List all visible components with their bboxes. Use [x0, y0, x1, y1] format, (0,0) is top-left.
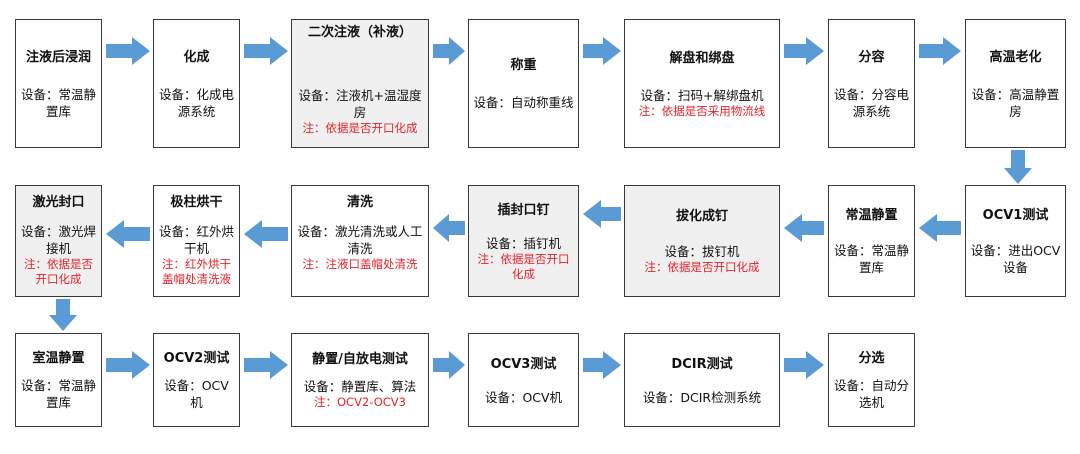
node-equipment: 设备：自动分选机	[833, 378, 909, 410]
node-equipment: 设备：常温静置库	[833, 243, 909, 275]
node-note: 注：依据是否采用物流线	[638, 103, 766, 118]
arrow-right-icon	[583, 37, 621, 65]
node-equipment: 设备：分容电源系统	[833, 86, 909, 119]
arrow-right-icon	[433, 37, 465, 65]
node-n17: 静置/自放电测试 设备：静置库、算法 注：OCV2-OCV3	[291, 333, 429, 427]
node-title: OCV2测试	[163, 351, 230, 366]
node-title: 化成	[183, 49, 210, 65]
node-title: 分容	[858, 49, 885, 65]
node-title: 注液后浸润	[25, 49, 91, 65]
arrow-left-icon	[244, 220, 288, 248]
node-equipment: 设备：红外烘干机	[158, 224, 234, 256]
arrow-down-icon	[1004, 150, 1032, 184]
node-equipment: 设备：进出OCV设备	[970, 243, 1061, 275]
node-equipment: 设备：DCIR检测系统	[642, 389, 762, 405]
arrow-left-icon	[919, 214, 961, 242]
node-equipment: 设备：高温静置房	[971, 86, 1060, 119]
node-title: 称重	[510, 58, 537, 73]
node-note: 注：依据是否开口化成	[644, 260, 760, 274]
node-equipment: 设备：激光焊接机	[20, 224, 96, 256]
node-title: 高温老化	[989, 49, 1042, 65]
arrow-right-icon	[919, 37, 961, 65]
node-n18: OCV3测试 设备：OCV机	[468, 333, 579, 427]
node-equipment: 设备：扫码+解绑盘机	[640, 87, 764, 103]
node-n3: 二次注液（补液） 设备：注液机+温湿度房 注：依据是否开口化成	[291, 19, 429, 148]
node-n20: 分选 设备：自动分选机	[828, 333, 915, 427]
node-equipment: 设备：常温静置库	[20, 378, 96, 410]
arrow-down-icon	[49, 299, 77, 331]
arrow-right-icon	[106, 37, 150, 65]
arrow-right-icon	[244, 37, 288, 65]
node-title: 室温静置	[32, 351, 85, 366]
node-equipment: 设备：OCV机	[484, 389, 563, 405]
node-n6: 分容 设备：分容电源系统	[828, 19, 915, 148]
node-title: 激光封口	[32, 195, 85, 210]
node-note: 注：OCV2-OCV3	[313, 395, 406, 409]
node-note: 注：依据是否开口化成	[24, 257, 93, 286]
node-n10: 拔化成钉 设备：拔钉机 注：依据是否开口化成	[624, 185, 780, 297]
node-note: 注：注液口盖帽处清洗	[302, 257, 418, 271]
arrow-left-icon	[106, 220, 150, 248]
node-n2: 化成 设备：化成电源系统	[153, 19, 240, 148]
node-n5: 解盘和绑盘 设备：扫码+解绑盘机 注：依据是否采用物流线	[624, 19, 780, 148]
node-title: OCV1测试	[982, 208, 1049, 223]
node-equipment: 设备：自动称重线	[473, 95, 574, 110]
node-n12: 清洗 设备：激光清洗或人工清洗 注：注液口盖帽处清洗	[291, 185, 429, 297]
node-title: 极柱烘干	[170, 195, 223, 210]
node-title: DCIR测试	[671, 356, 733, 372]
node-n8: OCV1测试 设备：进出OCV设备	[965, 185, 1066, 297]
node-n1: 注液后浸润 设备：常温静置库	[15, 19, 102, 148]
node-title: 二次注液（补液）	[307, 25, 412, 40]
arrow-right-icon	[784, 351, 824, 379]
node-equipment: 设备：激光清洗或人工清洗	[297, 224, 423, 256]
node-n11: 插封口钉 设备：插钉机 注：依据是否开口化成	[468, 185, 579, 297]
node-title: 拔化成钉	[675, 209, 728, 224]
node-n7: 高温老化 设备：高温静置房	[965, 19, 1066, 148]
node-title: 常温静置	[845, 208, 898, 223]
node-note: 注：依据是否开口化成	[477, 251, 570, 281]
node-n19: DCIR测试 设备：DCIR检测系统	[624, 333, 780, 427]
node-n16: OCV2测试 设备：OCV机	[153, 333, 240, 427]
node-equipment: 设备：化成电源系统	[158, 86, 234, 119]
node-equipment: 设备：OCV机	[164, 378, 229, 410]
node-equipment: 设备：拔钉机	[664, 244, 740, 259]
node-equipment: 设备：常温静置库	[20, 86, 96, 119]
node-equipment: 设备：插钉机	[485, 235, 561, 251]
arrow-left-icon	[433, 214, 465, 242]
node-title: 清洗	[346, 195, 373, 210]
arrow-left-icon	[583, 200, 621, 228]
node-n15: 室温静置 设备：常温静置库	[15, 333, 102, 427]
node-note: 注：依据是否开口化成	[302, 121, 418, 135]
arrow-right-icon	[106, 351, 150, 379]
node-title: 分选	[858, 351, 885, 366]
node-n9: 常温静置 设备：常温静置库	[828, 185, 915, 297]
arrow-right-icon	[784, 37, 824, 65]
node-n13: 极柱烘干 设备：红外烘干机 注：红外烘干盖帽处清洗液	[153, 185, 240, 297]
node-title: 静置/自放电测试	[312, 352, 408, 367]
node-title: OCV3测试	[490, 356, 557, 372]
node-n4: 称重 设备：自动称重线	[468, 19, 579, 148]
node-title: 插封口钉	[497, 202, 550, 218]
arrow-right-icon	[244, 351, 288, 379]
node-note: 注：红外烘干盖帽处清洗液	[162, 257, 231, 286]
node-title: 解盘和绑盘	[669, 50, 735, 66]
arrow-left-icon	[784, 214, 824, 242]
node-n14: 激光封口 设备：激光焊接机 注：依据是否开口化成	[15, 185, 102, 297]
node-equipment: 设备：静置库、算法	[303, 379, 417, 394]
arrow-right-icon	[433, 351, 465, 379]
node-equipment: 设备：注液机+温湿度房	[298, 88, 422, 120]
arrow-right-icon	[583, 351, 621, 379]
